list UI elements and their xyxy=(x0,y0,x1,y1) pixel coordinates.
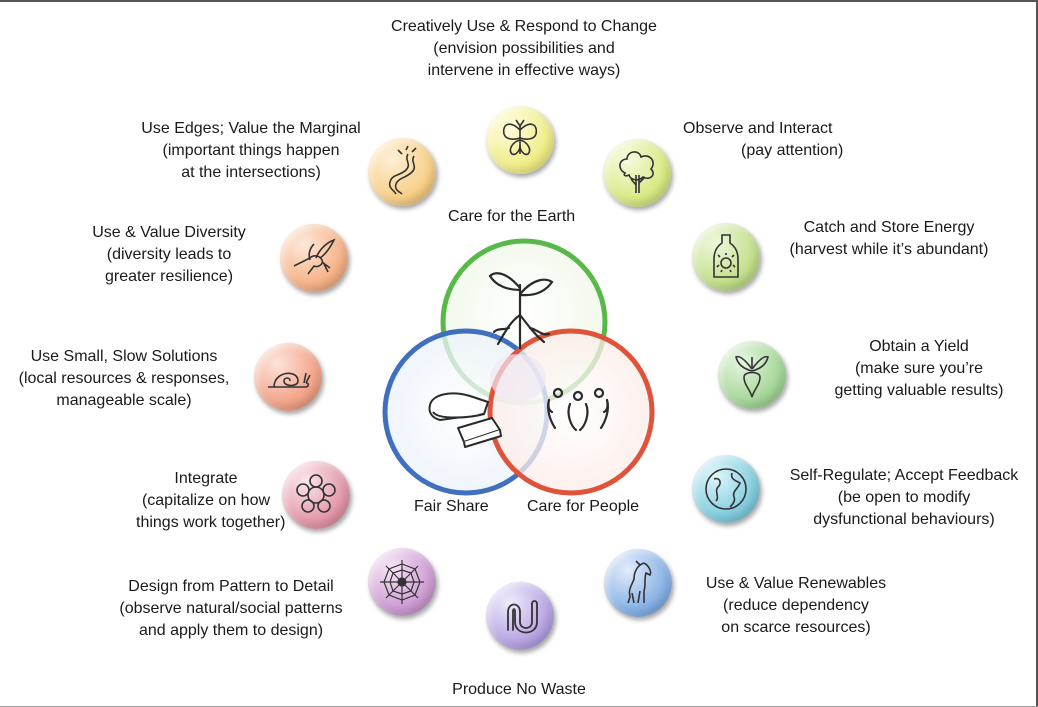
top-border xyxy=(0,0,1038,2)
hummingbird-icon xyxy=(280,224,348,292)
principle-energy: Catch and Store Energy (harvest while it… xyxy=(789,219,989,258)
fair-share-label: Fair Share xyxy=(414,498,489,515)
principle-integrate: Integrate (capitalize on how things work… xyxy=(136,470,286,531)
river-icon xyxy=(368,138,436,206)
principle-observe: Observe and Interact (pay attention) xyxy=(683,120,844,159)
people-icon xyxy=(547,387,609,432)
seedling-icon xyxy=(488,272,554,350)
principle-waste: Produce No Waste xyxy=(452,681,586,698)
principle-pattern: Design from Pattern to Detail (observe n… xyxy=(119,578,343,639)
tree-icon xyxy=(603,139,671,207)
radish-icon xyxy=(718,341,786,409)
spiderweb-icon xyxy=(368,548,436,616)
globe-icon xyxy=(692,455,760,523)
butterfly-icon xyxy=(486,106,554,174)
jar-icon xyxy=(692,223,760,291)
horse-icon xyxy=(604,549,672,617)
principle-renewables: Use & Value Renewables (reduce dependenc… xyxy=(705,575,887,636)
principle-small: Use Small, Slow Solutions (local resourc… xyxy=(18,348,230,409)
principle-yield: Obtain a Yield (make sure you’re getting… xyxy=(834,338,1004,399)
snail-icon xyxy=(254,343,322,411)
flower-ring-icon xyxy=(282,461,350,529)
worm-icon xyxy=(486,582,554,650)
care-for-earth-label: Care for the Earth xyxy=(448,208,576,225)
pie-slices-icon xyxy=(428,392,502,448)
right-border xyxy=(1036,0,1038,707)
principle-edges: Use Edges; Value the Marginal (important… xyxy=(141,120,361,181)
care-for-people-label: Care for People xyxy=(527,498,640,515)
principle-diversity: Use & Value Diversity (diversity leads t… xyxy=(92,224,246,285)
principle-feedback: Self-Regulate; Accept Feedback (be open … xyxy=(789,467,1019,528)
principle-change: Creatively Use & Respond to Change (envi… xyxy=(391,18,657,79)
